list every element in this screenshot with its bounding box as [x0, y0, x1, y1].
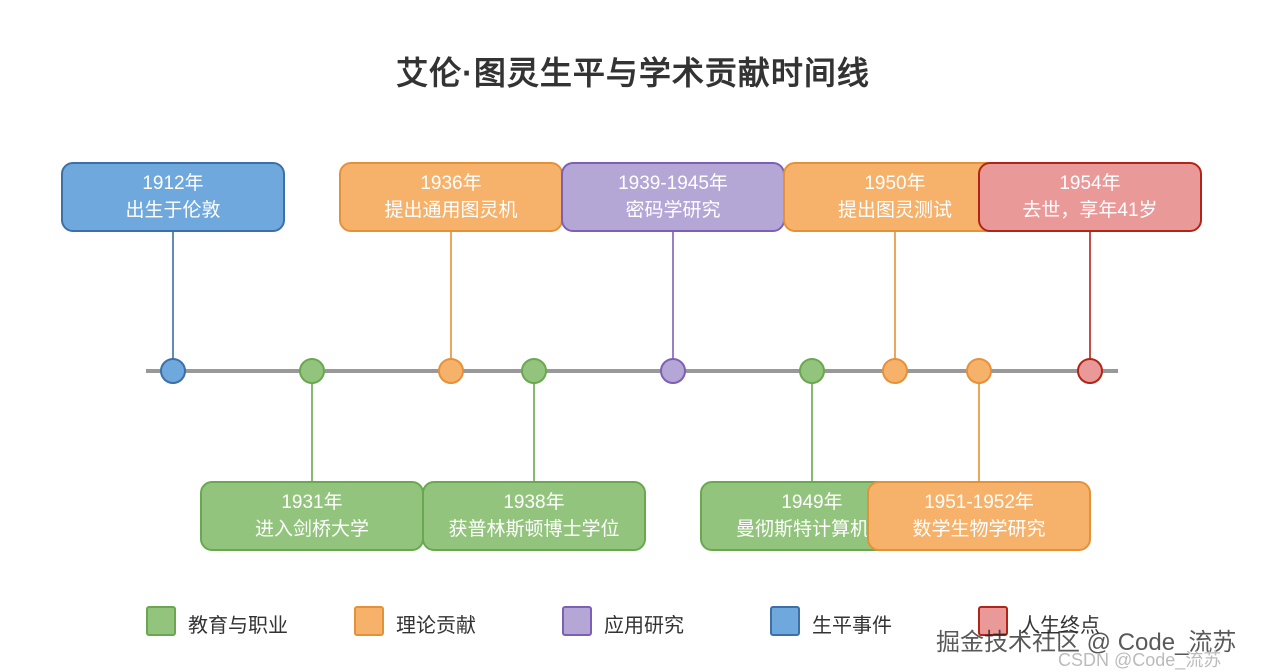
event-connector [1089, 232, 1091, 371]
event-connector [978, 371, 980, 481]
event-year: 1951-1952年 [924, 492, 1034, 513]
event-dot [438, 358, 464, 384]
event-label: 提出图灵测试 [837, 200, 952, 221]
event-label: 去世，享年41岁 [1022, 200, 1158, 221]
event-connector [450, 232, 452, 371]
legend-swatch-theory [354, 606, 384, 636]
event-card: 1912年出生于伦敦 [61, 162, 285, 232]
event-year: 1939-1945年 [618, 173, 728, 194]
diagram-title: 艾伦·图灵生平与学术贡献时间线 [396, 55, 870, 91]
event-dot [521, 358, 547, 384]
legend-swatch-education [146, 606, 176, 636]
event-connector [533, 371, 535, 481]
event-label: 数学生物学研究 [912, 519, 1046, 540]
event-connector [811, 371, 813, 481]
watermark-csdn: CSDN @Code_流苏 [1058, 650, 1222, 670]
event-year: 1954年 [1059, 173, 1121, 194]
event-label: 密码学研究 [625, 200, 721, 221]
event-card: 1939-1945年密码学研究 [561, 162, 785, 232]
legend-swatch-life [770, 606, 800, 636]
event-dot [299, 358, 325, 384]
legend-label-life: 生平事件 [812, 615, 892, 637]
event-card: 1936年提出通用图灵机 [339, 162, 563, 232]
legend-label-end: 人生终点 [1020, 615, 1100, 637]
event-label: 出生于伦敦 [125, 200, 221, 221]
event-year: 1938年 [503, 492, 565, 513]
event-card: 1950年提出图灵测试 [783, 162, 1007, 232]
event-card: 1954年去世，享年41岁 [978, 162, 1202, 232]
watermark-juejin: 掘金技术社区 @ Code_流苏 [936, 629, 1237, 656]
event-dot [160, 358, 186, 384]
event-year: 1949年 [781, 492, 843, 513]
event-year: 1931年 [281, 492, 343, 513]
event-label: 曼彻斯特计算机实 [735, 519, 888, 540]
legend-label-applied: 应用研究 [604, 615, 684, 637]
event-dot [660, 358, 686, 384]
event-dot [799, 358, 825, 384]
event-connector [672, 232, 674, 371]
event-dot [882, 358, 908, 384]
legend-swatch-end [978, 606, 1008, 636]
event-year: 1936年 [420, 173, 482, 194]
event-dot [1077, 358, 1103, 384]
event-connector [894, 232, 896, 371]
event-label: 进入剑桥大学 [254, 519, 369, 540]
event-connector [172, 232, 174, 371]
event-year: 1950年 [864, 173, 926, 194]
legend-swatch-applied [562, 606, 592, 636]
event-connector [311, 371, 313, 481]
event-card: 1951-1952年数学生物学研究 [867, 481, 1091, 551]
event-label: 获普林斯顿博士学位 [448, 519, 620, 540]
event-card: 1931年进入剑桥大学 [200, 481, 424, 551]
timeline-axis [146, 369, 1118, 373]
event-year: 1912年 [142, 173, 204, 194]
event-card: 1938年获普林斯顿博士学位 [422, 481, 646, 551]
legend-label-theory: 理论贡献 [396, 615, 476, 637]
event-label: 提出通用图灵机 [384, 200, 518, 221]
legend-label-education: 教育与职业 [188, 615, 288, 637]
event-dot [966, 358, 992, 384]
